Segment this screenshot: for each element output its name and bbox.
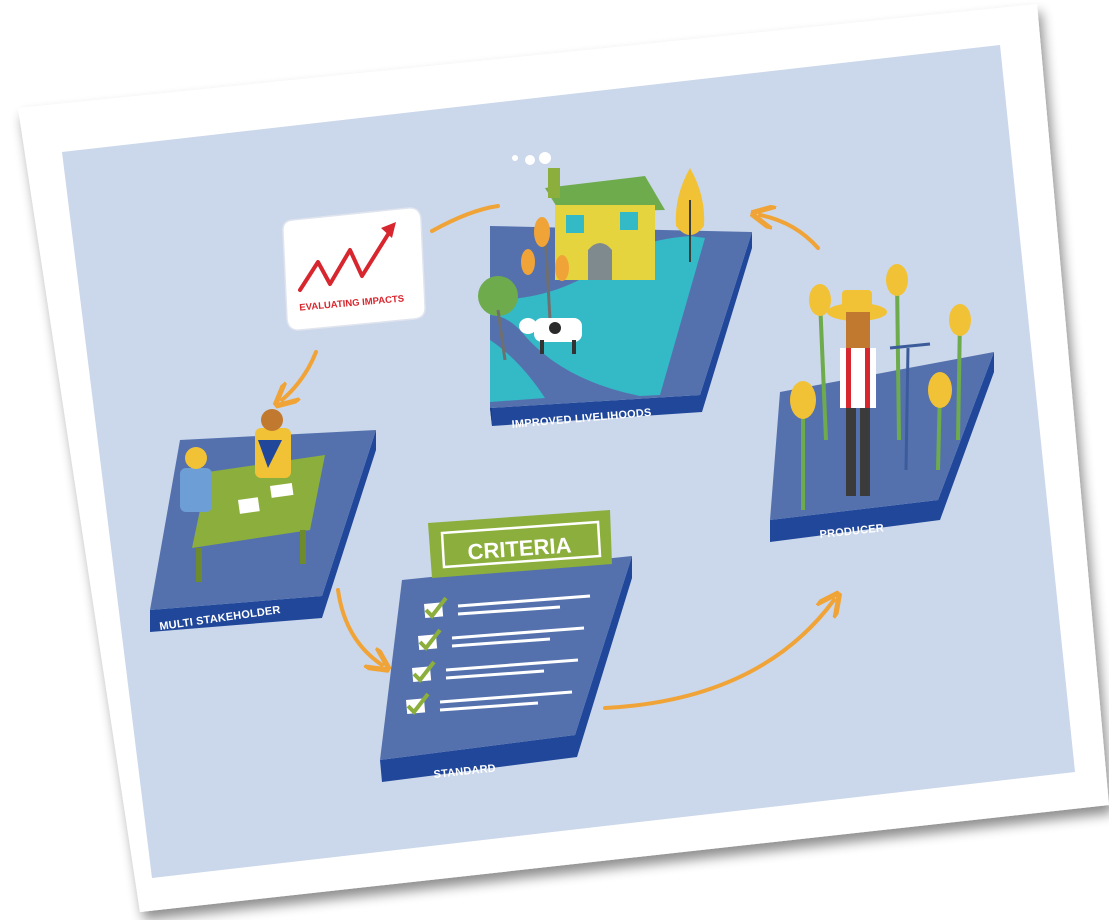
checkmark-icon: [412, 660, 436, 684]
stakeholder-person-right: [255, 409, 291, 478]
checklist-row: [406, 690, 573, 716]
cow-icon: [519, 318, 582, 354]
checkmark-icon: [424, 596, 448, 620]
arrow-evaluating-to-livelihoods: [430, 204, 500, 233]
evaluating-impacts-node: EVALUATING IMPACTS: [282, 207, 426, 331]
multi-stakeholder-node: MULTI STAKEHOLDER: [150, 409, 376, 633]
stakeholder-person-left: [180, 447, 212, 512]
arrow-stakeholder-to-standard: [336, 588, 382, 665]
checklist-row: [424, 594, 591, 620]
house-roof: [545, 176, 665, 212]
chimney: [548, 168, 560, 198]
pineapple-plants-icon: [790, 264, 971, 510]
standard-node: CRITERIA: [380, 510, 632, 782]
arrow-evaluating-to-stakeholder: [282, 350, 318, 400]
producer-node: PRODUCER: [770, 264, 994, 542]
arrow-producer-to-livelihoods: [760, 215, 820, 250]
farmer-icon: [827, 290, 931, 496]
cycle-arrows: [282, 204, 834, 710]
checklist-row: [418, 626, 585, 652]
house-window-right: [620, 212, 638, 230]
house-door: [588, 243, 612, 280]
checkmark-icon: [418, 628, 442, 652]
checkmark-icon: [406, 692, 430, 716]
criteria-checklist: [406, 594, 591, 716]
trend-arrowhead-icon: [381, 222, 396, 238]
green-tree-icon: [478, 276, 518, 316]
checklist-row: [412, 658, 579, 684]
meeting-table-icon: [192, 455, 325, 548]
arrow-standard-to-producer: [603, 600, 834, 710]
improved-livelihoods-node: IMPROVED LIVELIHOODS: [478, 152, 752, 431]
house-window-left: [566, 215, 584, 233]
trend-line-icon: [298, 226, 394, 292]
